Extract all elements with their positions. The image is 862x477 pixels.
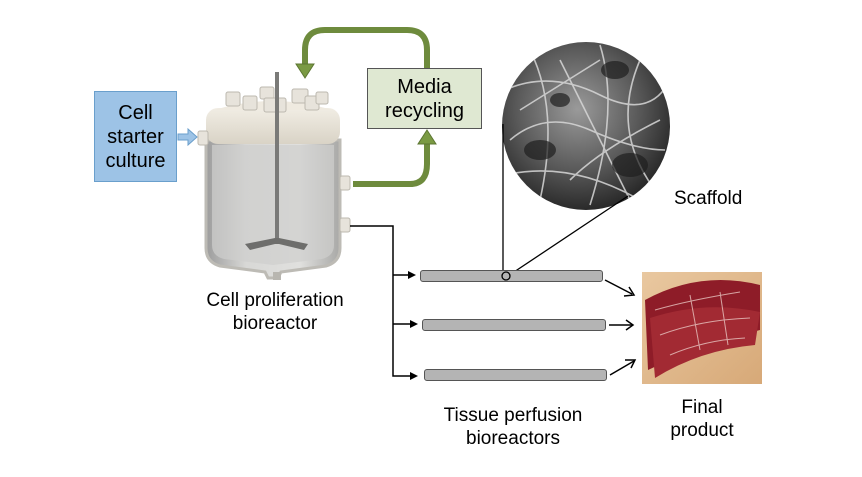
- cell-starter-culture-box: Cell starter culture: [94, 91, 177, 182]
- bioreactor-illustration: [197, 72, 351, 280]
- proliferation-bioreactor-label: Cell proliferation bioreactor: [180, 289, 370, 335]
- media-line-1: Media: [397, 75, 452, 98]
- final-product-photo: [642, 272, 762, 384]
- product-line-1: Final: [681, 397, 723, 418]
- perfusion-tube-3: [424, 369, 607, 381]
- final-product-label: Final product: [652, 396, 752, 442]
- starter-line-3: culture: [105, 149, 166, 172]
- output-arrows: [604, 279, 635, 376]
- recycle-loop-arrows: [302, 27, 430, 187]
- media-line-2: recycling: [385, 99, 464, 122]
- recycle-down-arrowhead: [295, 63, 315, 79]
- media-recycling-box: Media recycling: [367, 68, 482, 129]
- connector-arrowheads: [408, 271, 418, 380]
- perfusion-bioreactors-label: Tissue perfusion bioreactors: [418, 404, 608, 450]
- scaffold-label: Scaffold: [674, 188, 743, 209]
- product-line-2: product: [670, 420, 734, 441]
- starter-arrow: [177, 127, 198, 147]
- perfusion-tube-2: [422, 319, 606, 331]
- perfusion-line-2: bioreactors: [466, 428, 560, 449]
- proliferation-line-1: Cell proliferation: [206, 290, 344, 311]
- proliferation-line-2: bioreactor: [232, 313, 318, 334]
- zoom-lines: [502, 124, 629, 277]
- starter-line-2: starter: [107, 125, 164, 148]
- scaffold-micrograph: [502, 42, 670, 210]
- recycle-up-arrowhead: [417, 129, 437, 145]
- perfusion-line-1: Tissue perfusion: [443, 405, 583, 426]
- starter-line-1: Cell: [118, 101, 153, 124]
- perfusion-tube-1: [420, 270, 603, 282]
- distribution-connectors: [350, 225, 410, 377]
